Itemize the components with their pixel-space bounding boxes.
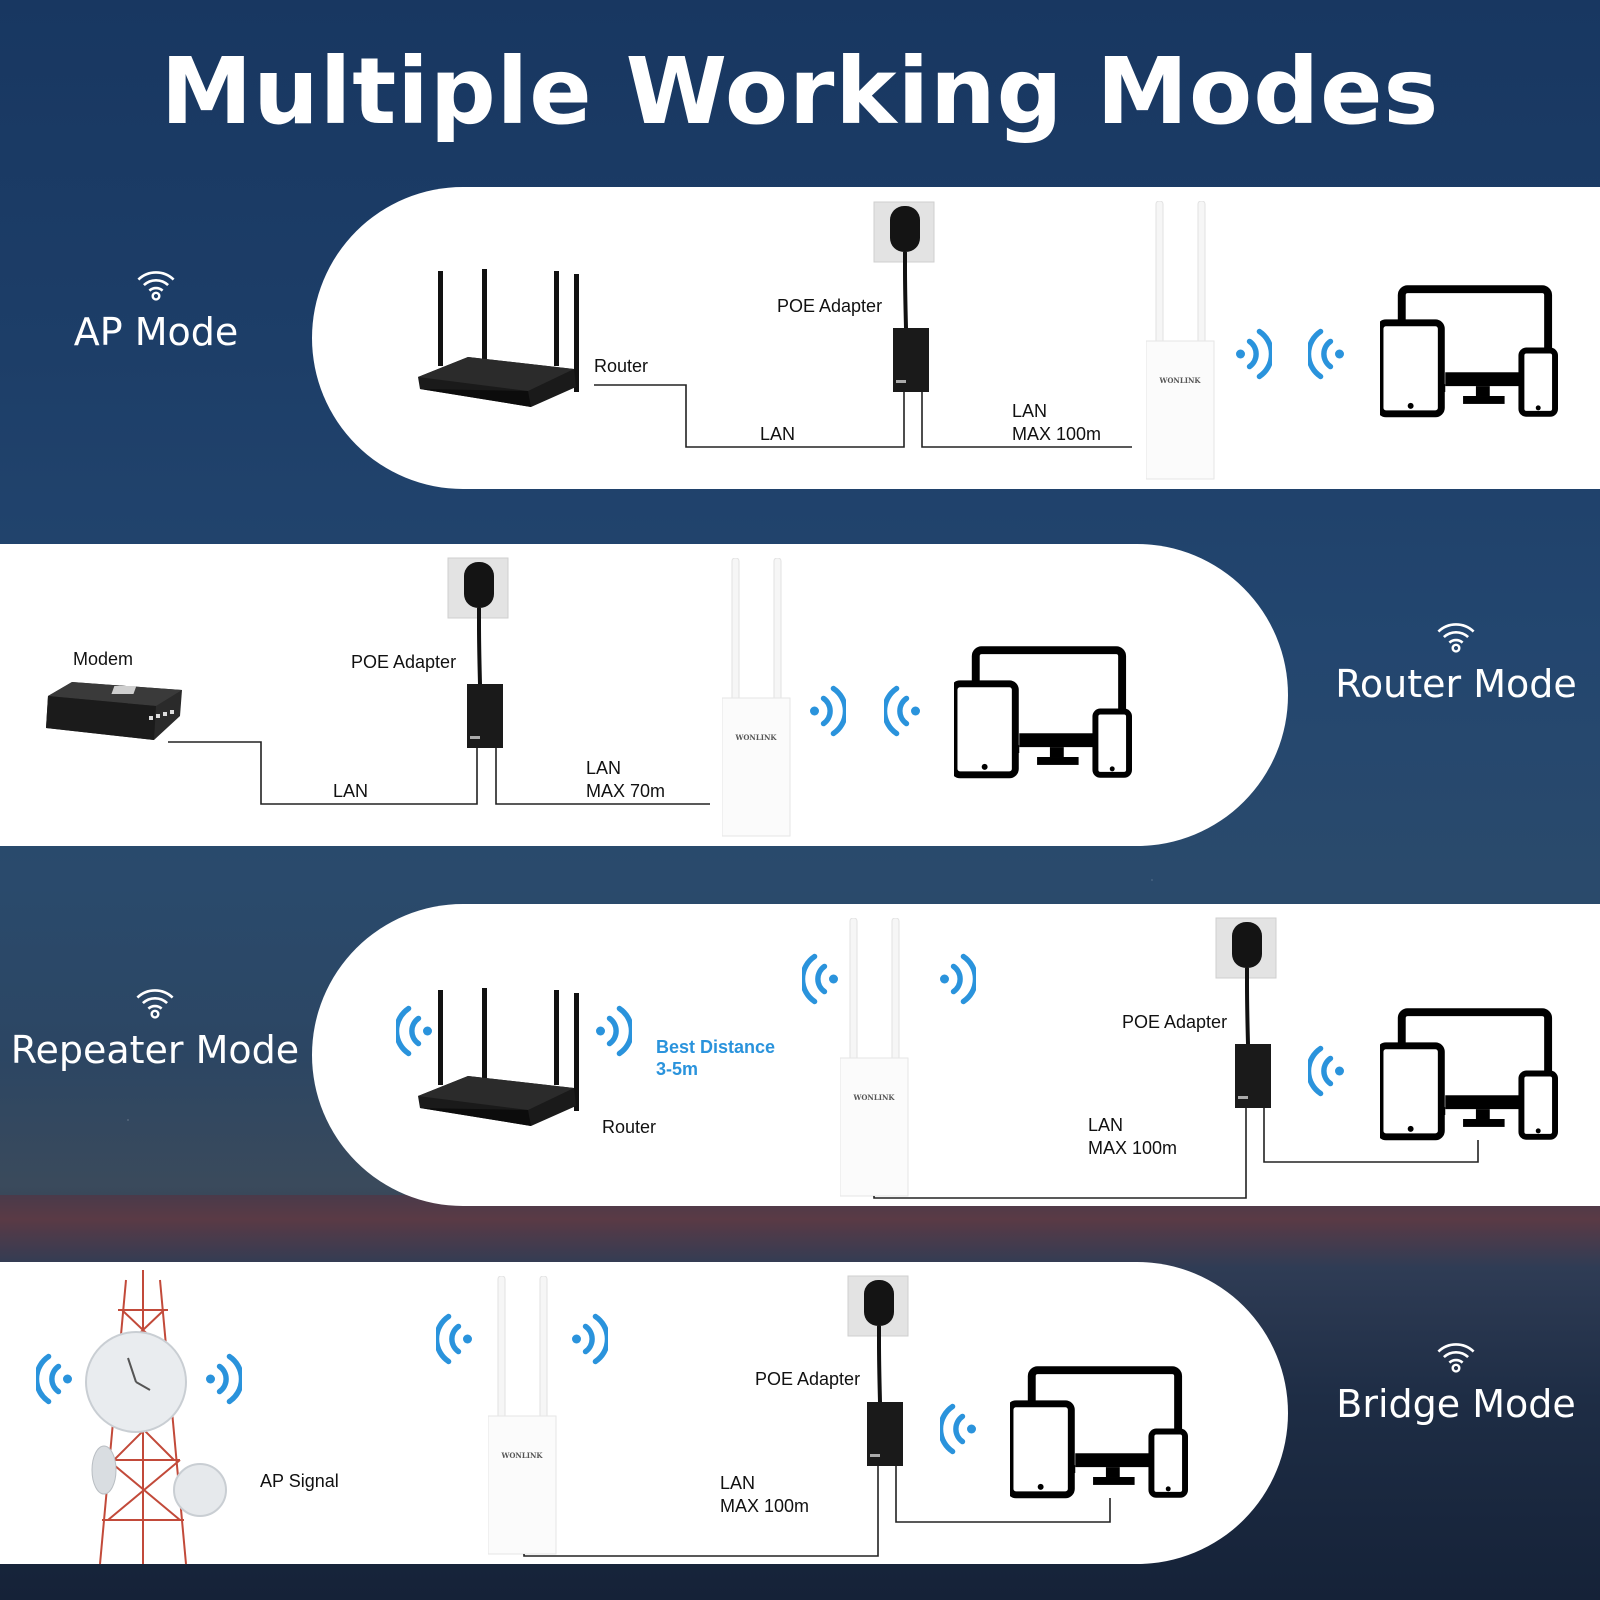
router-label: Router [602, 1117, 657, 1137]
ap-mode-label: AP Mode [56, 262, 256, 354]
max-distance-label: MAX 70m [586, 781, 666, 801]
lan-label-2: LAN [1012, 401, 1048, 421]
lan-label: LAN [760, 424, 796, 444]
ap-signal-label: AP Signal [260, 1471, 339, 1491]
poe-adapter-label: POE Adapter [351, 652, 457, 672]
lan-label: LAN [1088, 1115, 1124, 1135]
repeater-mode-cables [873, 1106, 1479, 1199]
ap-mode-title: AP Mode [73, 310, 239, 354]
signal-waves-icon [1308, 1044, 1344, 1098]
router-mode-cables [168, 741, 710, 805]
ap-mode-panel: Router POE Adapter LAN LAN MAX 100m [312, 187, 1600, 489]
access-point-icon [1146, 201, 1216, 481]
max-distance-label: MAX 100m [720, 1496, 810, 1516]
tower-icon [85, 1270, 227, 1565]
bridge-mode-panel: AP Signal POE Adapter LAN MAX 100m [0, 1262, 1288, 1565]
ap-mode-cables [594, 384, 1132, 448]
repeater-mode-title: Repeater Mode [10, 1028, 300, 1072]
best-distance-label: Best Distance [656, 1037, 776, 1057]
poe-adapter-label: POE Adapter [755, 1369, 861, 1389]
modem-icon [46, 682, 182, 740]
poe-adapter-icon [446, 556, 516, 756]
signal-waves-icon [940, 1402, 976, 1456]
devices-icon [1380, 285, 1558, 419]
wifi-icon [134, 262, 178, 306]
access-point-icon [722, 558, 792, 838]
bridge-mode-cables [523, 1464, 1111, 1557]
page-title: Multiple Working Modes [160, 38, 1440, 145]
router-label: Router [594, 356, 649, 376]
poe-adapter-label: POE Adapter [1122, 1012, 1228, 1032]
bridge-mode-label: Bridge Mode [1316, 1334, 1596, 1426]
signal-waves-icon [810, 684, 846, 738]
router-mode-label: Router Mode [1316, 614, 1596, 706]
router-mode-panel: Modem POE Adapter LAN LAN MAX 70m [0, 544, 1288, 846]
devices-icon [954, 646, 1132, 780]
wifi-icon [1434, 1334, 1478, 1378]
devices-icon [1010, 1366, 1188, 1500]
wifi-icon [133, 980, 177, 1024]
lan-label: LAN [333, 781, 369, 801]
modem-label: Modem [73, 649, 134, 669]
lan-label: LAN [720, 1473, 756, 1493]
signal-waves-icon [1308, 327, 1344, 381]
wifi-icon [1434, 614, 1478, 658]
poe-adapter-icon [872, 200, 942, 400]
lan-label-2: LAN [586, 758, 622, 778]
devices-icon [1380, 1008, 1558, 1142]
repeater-mode-label: Repeater Mode [10, 980, 300, 1072]
signal-waves-icon [1236, 327, 1272, 381]
best-distance-range: 3-5m [656, 1059, 699, 1079]
signal-waves-icon [884, 684, 920, 738]
router-mode-title: Router Mode [1335, 662, 1577, 706]
repeater-mode-panel: Router Best Distance 3-5m POE Adapter LA… [312, 904, 1600, 1206]
max-distance-label: MAX 100m [1088, 1138, 1178, 1158]
poe-adapter-label: POE Adapter [777, 296, 883, 316]
max-distance-label: MAX 100m [1012, 424, 1102, 444]
bridge-mode-title: Bridge Mode [1336, 1382, 1576, 1426]
